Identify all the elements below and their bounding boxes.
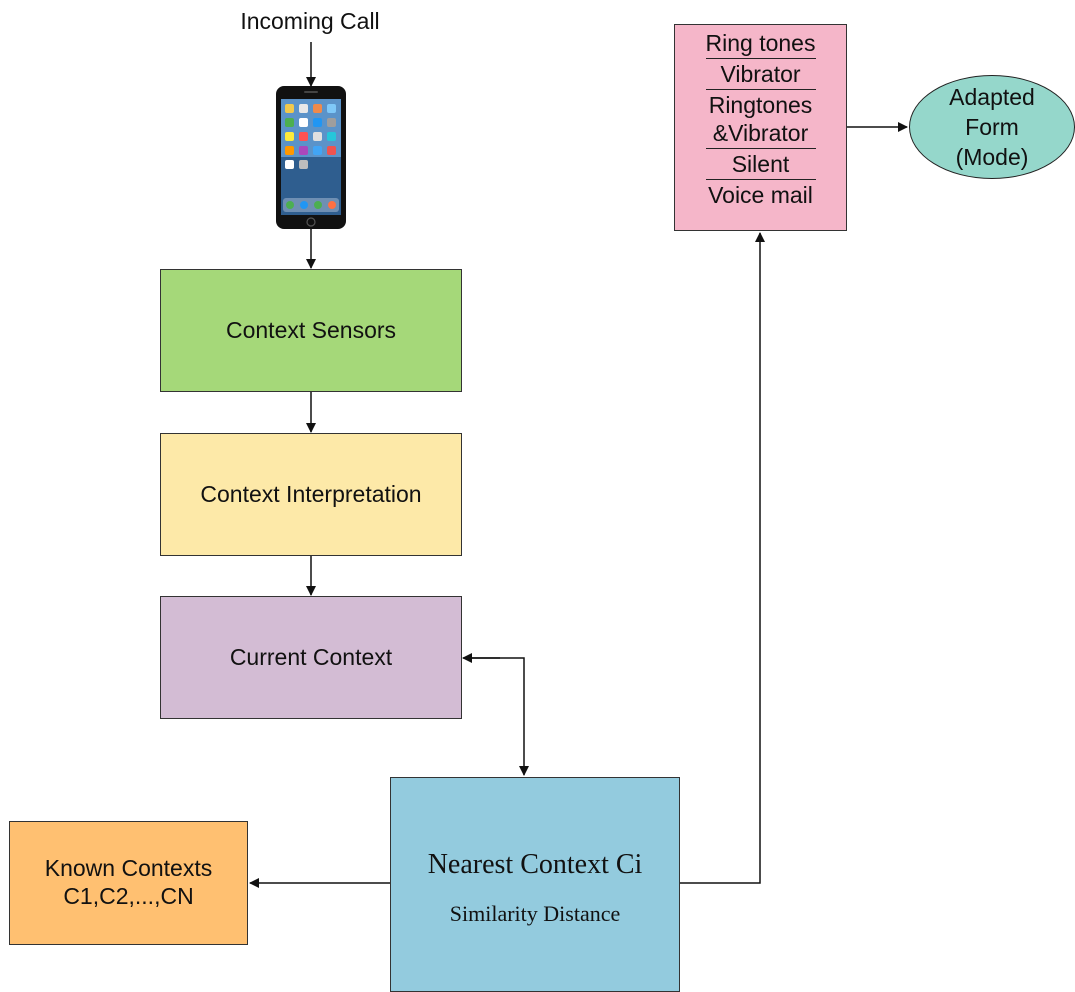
mode-item: Voice mail bbox=[708, 182, 813, 208]
adapted-form-ellipse[interactable]: Adapted Form (Mode) bbox=[909, 75, 1075, 179]
mode-divider bbox=[705, 89, 816, 90]
context-sensors-label: Context Sensors bbox=[225, 316, 397, 343]
mode-item: Vibrator bbox=[720, 61, 801, 87]
call-modes-box[interactable]: Ring tones Vibrator Ringtones &Vibrator … bbox=[674, 24, 847, 231]
context-interpretation-box[interactable]: Context Interpretation bbox=[160, 433, 462, 556]
adapted-form-line: Adapted bbox=[949, 84, 1035, 110]
known-contexts-list: C1,C2,...,CN bbox=[63, 883, 194, 909]
current-context-label: Current Context bbox=[229, 643, 393, 670]
mode-item: Ringtones bbox=[708, 92, 813, 118]
nearest-context-label: Nearest Context Ci bbox=[427, 848, 643, 880]
mode-item: Ring tones bbox=[705, 30, 816, 56]
nearest-context-box[interactable]: Nearest Context Ci Similarity Distance bbox=[390, 777, 680, 992]
similarity-distance-label: Similarity Distance bbox=[449, 900, 621, 926]
adapted-form-line: (Mode) bbox=[955, 144, 1029, 170]
known-contexts-label: Known Contexts bbox=[44, 855, 213, 882]
mode-item: Silent bbox=[731, 151, 790, 177]
mode-divider bbox=[705, 148, 816, 149]
smartphone-icon bbox=[276, 86, 346, 229]
context-sensors-box[interactable]: Context Sensors bbox=[160, 269, 462, 392]
mode-divider bbox=[705, 179, 816, 180]
incoming-call-label: Incoming Call bbox=[240, 8, 380, 34]
context-interpretation-label: Context Interpretation bbox=[200, 480, 422, 507]
adapted-form-line: Form bbox=[965, 114, 1019, 140]
known-contexts-box[interactable]: Known Contexts C1,C2,...,CN bbox=[9, 821, 248, 945]
mode-divider bbox=[705, 58, 816, 59]
arrow-nearest-to-modes bbox=[680, 232, 765, 884]
arrow-current-nearest-bidirectional bbox=[464, 657, 529, 776]
current-context-box[interactable]: Current Context bbox=[160, 596, 462, 719]
mode-item: &Vibrator bbox=[712, 120, 809, 146]
